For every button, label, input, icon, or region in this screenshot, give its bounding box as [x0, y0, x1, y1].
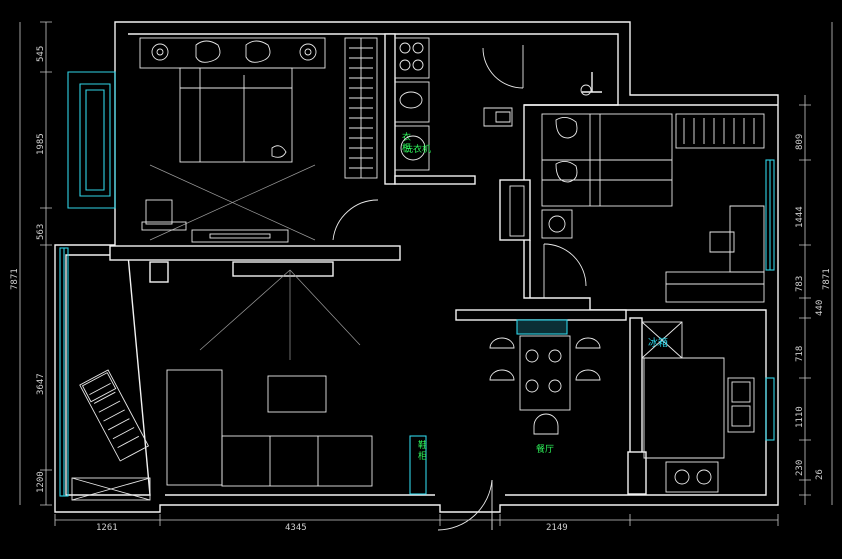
dim-left-1: 545 — [36, 46, 46, 62]
dim-left-3: 563 — [36, 224, 46, 240]
fridge-label: 冰箱 — [648, 336, 668, 349]
living-room: 鞋柜 — [59, 199, 493, 531]
dining-area: 餐厅 — [489, 319, 601, 455]
outer-walls — [54, 21, 779, 513]
second-bedroom — [509, 113, 775, 303]
dim-bottom-2: 4345 — [285, 523, 307, 533]
dim-left-4: 3647 — [36, 373, 46, 395]
dim-right-1: 809 — [795, 134, 805, 150]
kitchen: 冰箱 — [641, 321, 775, 493]
dim-left-2: 1985 — [36, 133, 46, 155]
dim-bottom-1: 1261 — [96, 523, 118, 533]
dim-left-total: 7871 — [10, 268, 20, 290]
dimensions-right: 809 1444 783 440 718 1110 230 26 7871 — [795, 22, 833, 505]
bathroom: 洗衣机 — [394, 37, 602, 171]
dimensions-left: 545 1985 563 3647 1200 7871 — [10, 21, 52, 506]
cabinet-label: 鞋柜 — [418, 439, 427, 462]
dim-right-total: 7871 — [822, 268, 832, 290]
dim-right-8: 26 — [815, 469, 825, 480]
wardrobe-label: 衣柜 — [402, 131, 411, 154]
dim-right-4: 440 — [815, 300, 825, 316]
dim-bottom-3: 2149 — [546, 523, 568, 533]
interior-walls — [109, 33, 778, 495]
dim-left-5: 1200 — [36, 471, 46, 493]
washer-label: 洗衣机 — [404, 143, 431, 155]
dim-right-6: 1110 — [795, 406, 805, 428]
dim-right-2: 1444 — [795, 206, 805, 228]
dimensions-bottom: 1261 4345 2149 — [54, 514, 779, 533]
dim-right-7: 230 — [795, 460, 805, 476]
dim-right-3: 783 — [795, 276, 805, 292]
dining-label: 餐厅 — [536, 443, 554, 455]
master-bedroom: 衣柜 — [139, 37, 411, 243]
dim-right-5: 718 — [795, 346, 805, 362]
